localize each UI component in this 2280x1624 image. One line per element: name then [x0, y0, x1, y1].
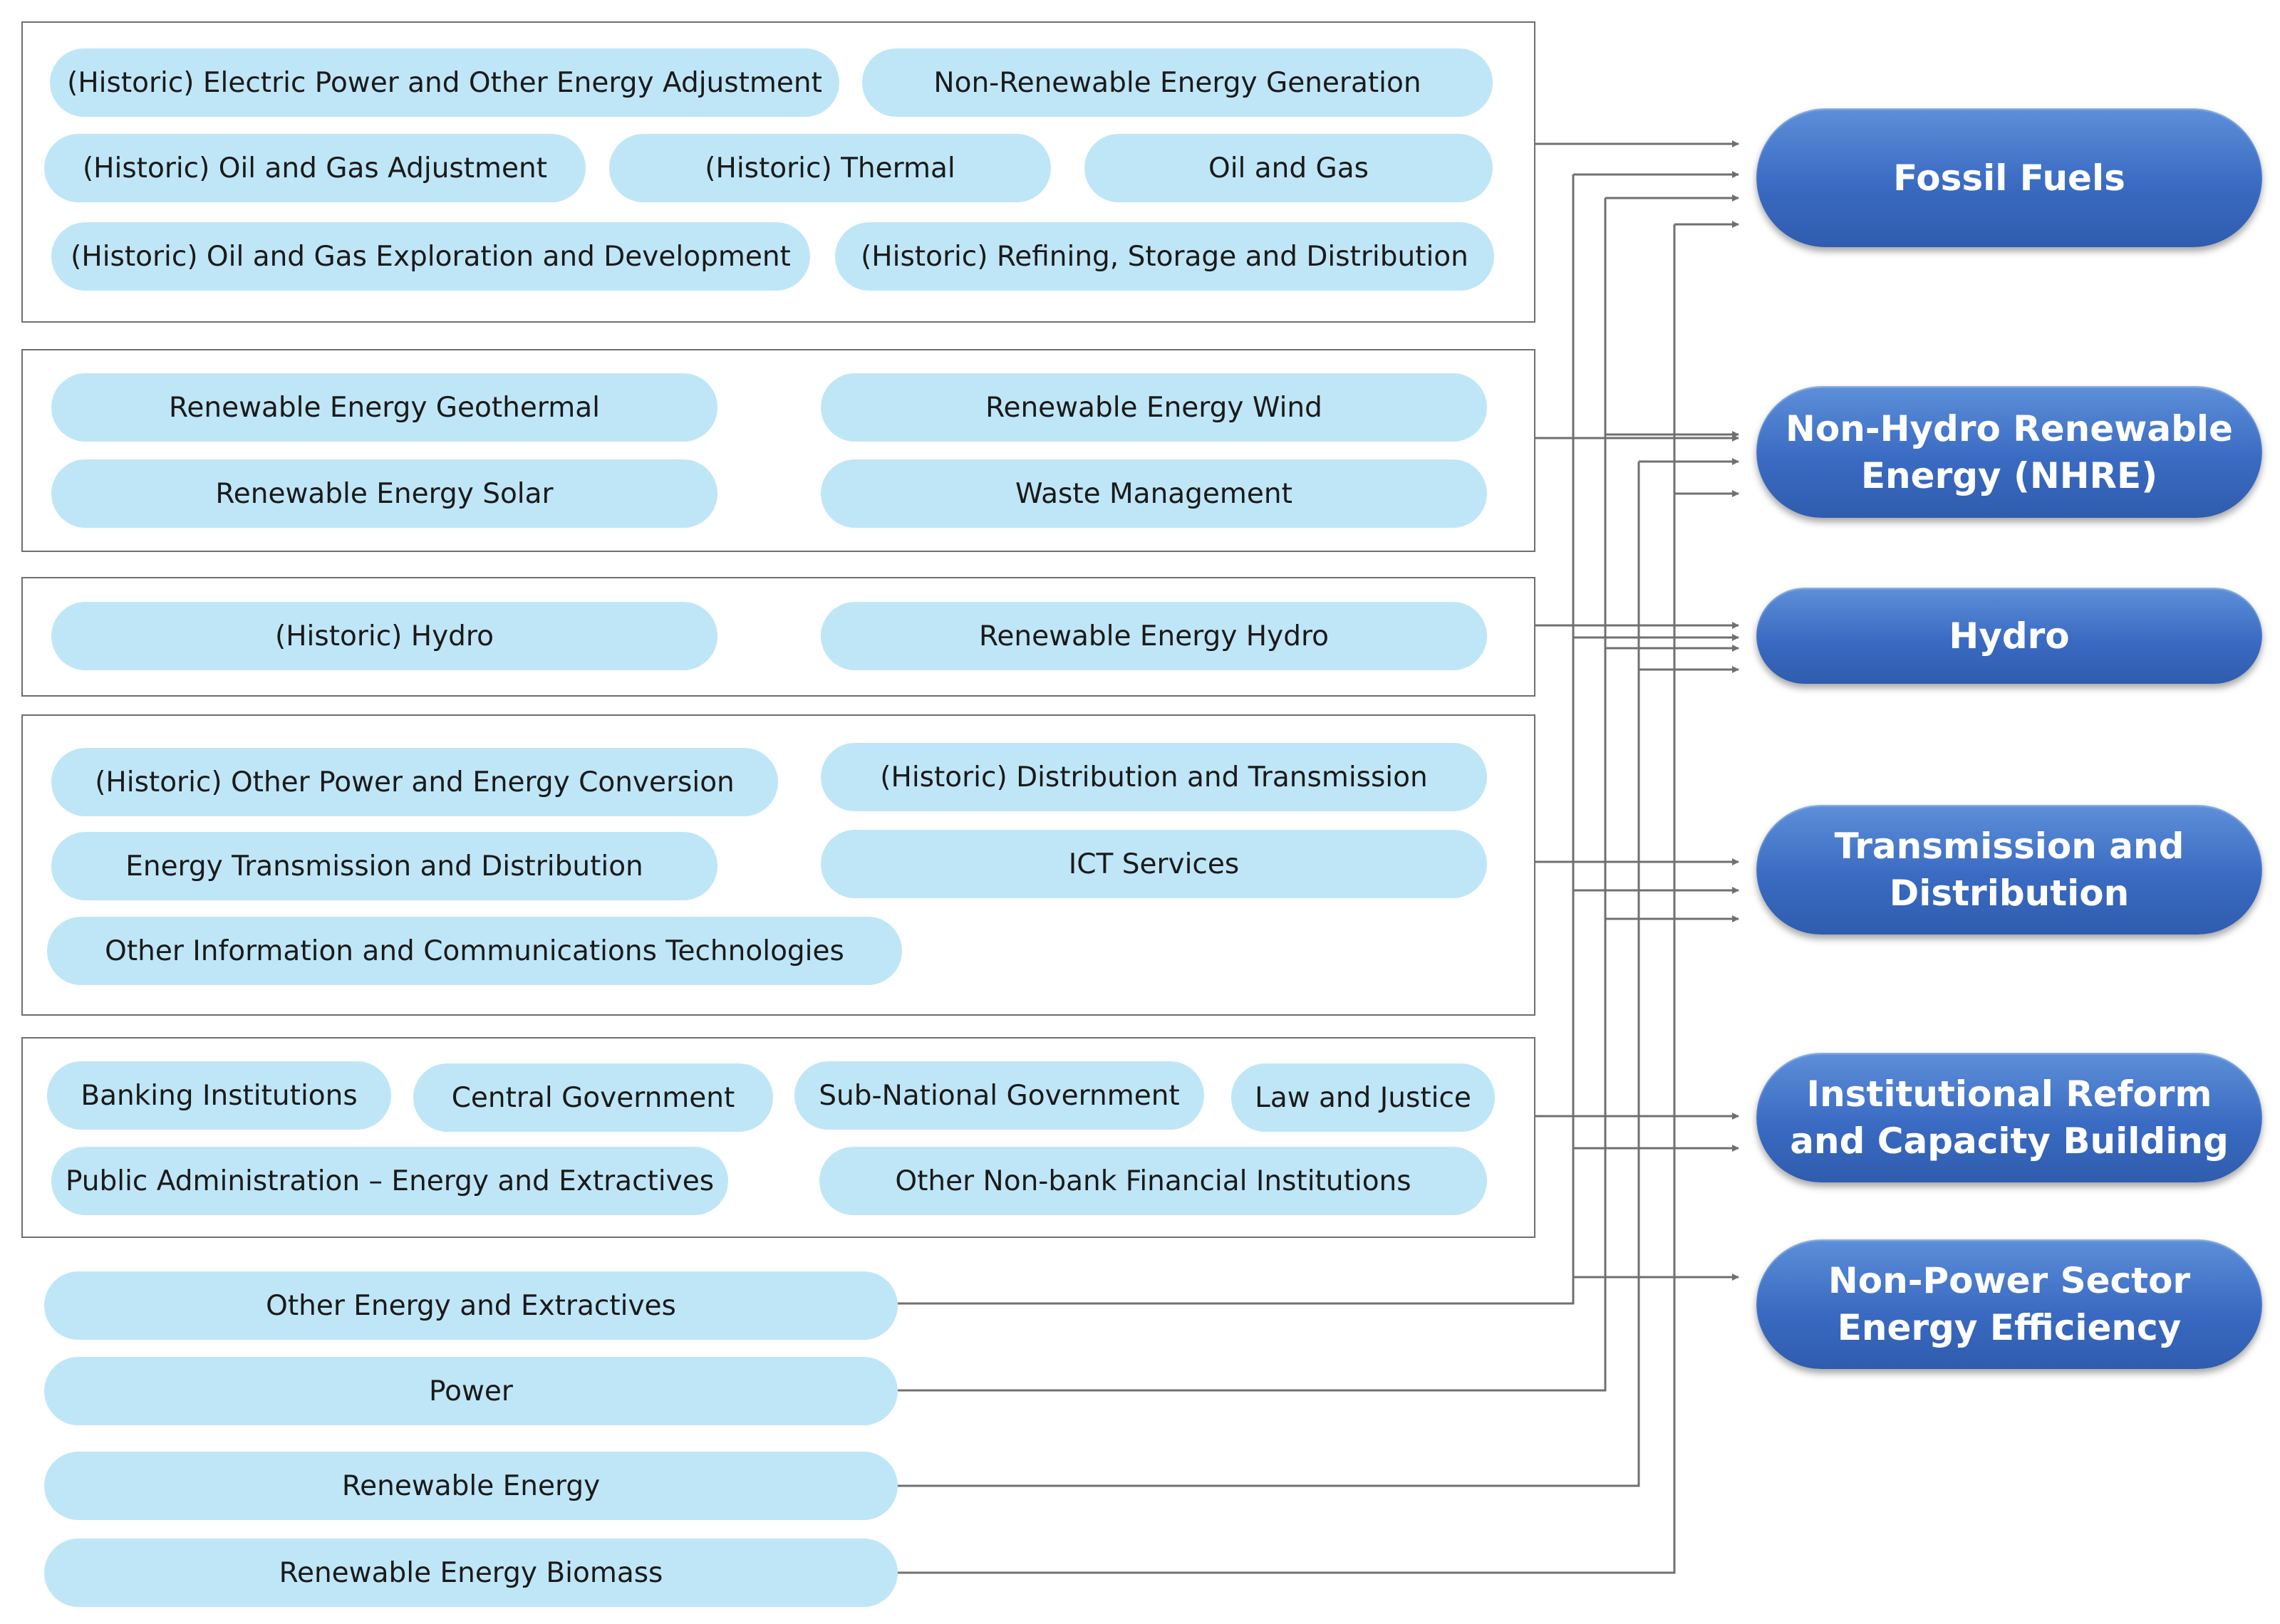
- pill-sub-national-government: Sub-National Government: [794, 1061, 1204, 1130]
- pill-law-and-justice: Law and Justice: [1231, 1063, 1495, 1132]
- pill-historic-electric-power-adjustment: (Historic) Electric Power and Other Ener…: [50, 48, 839, 117]
- connector-power-bus: [898, 198, 1607, 1392]
- target-non-power-efficiency: Non-Power Sector Energy Efficiency: [1756, 1239, 2262, 1369]
- pill-ict-services: ICT Services: [821, 830, 1487, 898]
- target-transmission-distribution: Transmission and Distribution: [1756, 805, 2262, 935]
- pill-central-government: Central Government: [413, 1063, 773, 1132]
- target-fossil-fuels: Fossil Fuels: [1756, 108, 2262, 247]
- pill-historic-thermal: (Historic) Thermal: [609, 134, 1051, 202]
- pill-waste-management: Waste Management: [821, 459, 1487, 528]
- pill-historic-hydro: (Historic) Hydro: [51, 602, 717, 670]
- target-hydro: Hydro: [1756, 588, 2262, 684]
- pill-renewable-biomass: Renewable Energy Biomass: [44, 1539, 898, 1607]
- pill-solar: Renewable Energy Solar: [51, 459, 717, 528]
- pill-oil-and-gas: Oil and Gas: [1084, 134, 1493, 202]
- pill-banking-institutions: Banking Institutions: [47, 1061, 391, 1130]
- pill-public-administration: Public Administration – Energy and Extra…: [51, 1147, 728, 1215]
- pill-power: Power: [44, 1357, 898, 1425]
- pill-historic-oil-gas-exploration: (Historic) Oil and Gas Exploration and D…: [51, 222, 810, 291]
- pill-historic-refining: (Historic) Refining, Storage and Distrib…: [835, 222, 1494, 291]
- pill-renewable-energy: Renewable Energy: [44, 1452, 898, 1520]
- pill-other-ict: Other Information and Communications Tec…: [47, 917, 902, 985]
- pill-historic-distribution-transmission: (Historic) Distribution and Transmission: [821, 743, 1487, 811]
- pill-non-renewable-generation: Non-Renewable Energy Generation: [862, 48, 1493, 117]
- pill-historic-oil-gas-adjustment: (Historic) Oil and Gas Adjustment: [44, 134, 586, 202]
- connector-renewable-bus: [898, 462, 1640, 1487]
- pill-other-non-bank: Other Non-bank Financial Institutions: [819, 1147, 1487, 1215]
- target-institutional-reform: Institutional Reform and Capacity Buildi…: [1756, 1053, 2262, 1182]
- pill-renewable-hydro: Renewable Energy Hydro: [821, 602, 1487, 670]
- pill-wind: Renewable Energy Wind: [821, 373, 1487, 442]
- pill-other-energy-extractives: Other Energy and Extractives: [44, 1271, 898, 1340]
- pill-energy-transmission-distribution: Energy Transmission and Distribution: [51, 832, 717, 900]
- connector-biomass-bus: [898, 224, 1676, 1574]
- connector-other-energy-bus: [898, 175, 1575, 1305]
- pill-geothermal: Renewable Energy Geothermal: [51, 373, 717, 442]
- target-nhre: Non-Hydro Renewable Energy (NHRE): [1756, 386, 2262, 518]
- pill-historic-other-power: (Historic) Other Power and Energy Conver…: [51, 748, 778, 816]
